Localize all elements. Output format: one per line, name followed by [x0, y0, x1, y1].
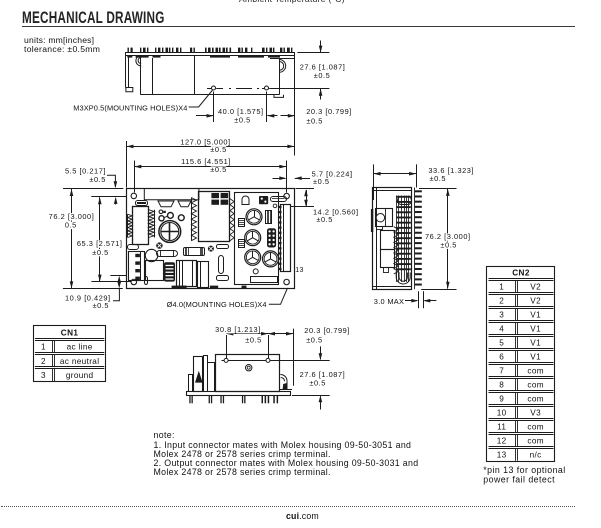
svg-text:±0.5: ±0.5	[430, 174, 447, 183]
svg-text:11: 11	[497, 423, 506, 432]
svg-text:V3: V3	[530, 409, 541, 418]
svg-text:±0.5: ±0.5	[210, 165, 227, 174]
svg-text:±0.5: ±0.5	[309, 379, 326, 388]
svg-text:V1: V1	[530, 353, 541, 362]
svg-text:power fail detect: power fail detect	[483, 474, 555, 484]
svg-text:0.5: 0.5	[65, 221, 77, 230]
svg-text:8: 8	[499, 381, 504, 390]
svg-text:1: 1	[499, 283, 504, 292]
svg-text:5.5 [0.217]: 5.5 [0.217]	[65, 166, 106, 175]
svg-text:9: 9	[499, 395, 504, 404]
svg-text:5.7 [0.224]: 5.7 [0.224]	[312, 170, 353, 179]
svg-text:com: com	[527, 437, 544, 446]
svg-text:10.9 [0.429]: 10.9 [0.429]	[65, 294, 111, 303]
svg-text:com: com	[527, 423, 544, 432]
svg-text:7: 7	[499, 367, 504, 376]
svg-text:com: com	[527, 367, 544, 376]
svg-text:14.2 [0.560]: 14.2 [0.560]	[313, 208, 359, 217]
svg-text:V1: V1	[530, 339, 541, 348]
svg-text:±0.5: ±0.5	[245, 336, 262, 345]
svg-text:76.2 [3.000]: 76.2 [3.000]	[49, 212, 95, 221]
svg-text:ac line: ac line	[67, 343, 93, 352]
svg-text:V2: V2	[530, 283, 541, 292]
svg-text:115.6 [4.551]: 115.6 [4.551]	[181, 157, 231, 166]
svg-text:27.6 [1.087]: 27.6 [1.087]	[300, 370, 346, 379]
svg-text:127.0 [5.000]: 127.0 [5.000]	[180, 137, 230, 146]
svg-text:3: 3	[499, 311, 504, 320]
svg-text:±0.5: ±0.5	[313, 177, 330, 186]
svg-text:20.3 [0.799]: 20.3 [0.799]	[304, 326, 350, 335]
svg-text:3.0 MAX: 3.0 MAX	[374, 297, 404, 306]
svg-text:±0.5: ±0.5	[316, 215, 333, 224]
svg-text:±0.5: ±0.5	[440, 240, 457, 249]
svg-text:13: 13	[497, 451, 507, 460]
svg-text:2: 2	[41, 357, 46, 366]
svg-text:±0.5: ±0.5	[89, 175, 106, 184]
svg-text:27.6 [1.087]: 27.6 [1.087]	[300, 62, 346, 71]
svg-text:V1: V1	[530, 325, 541, 334]
svg-text:com: com	[527, 381, 544, 390]
svg-text:±0.5: ±0.5	[93, 301, 110, 310]
svg-text:76.2 [3.000]: 76.2 [3.000]	[425, 232, 471, 241]
svg-text:±0.5: ±0.5	[92, 248, 109, 257]
svg-text:CN1: CN1	[61, 329, 79, 338]
svg-text:±0.5: ±0.5	[314, 71, 331, 80]
svg-text:M3XP0.5(MOUNTING HOLES)X4: M3XP0.5(MOUNTING HOLES)X4	[73, 103, 187, 112]
svg-text:±0.5: ±0.5	[234, 115, 251, 124]
svg-text:n/c: n/c	[530, 451, 542, 460]
svg-text:12: 12	[497, 437, 507, 446]
svg-text:33.6 [1.323]: 33.6 [1.323]	[428, 166, 474, 175]
svg-text:20.3 [0.799]: 20.3 [0.799]	[306, 107, 352, 116]
svg-text:65.3 [2.571]: 65.3 [2.571]	[77, 239, 123, 248]
svg-text:*pin 13 for optional: *pin 13 for optional	[483, 465, 565, 475]
svg-text:40.0 [1.575]: 40.0 [1.575]	[218, 107, 264, 116]
svg-text:13: 13	[295, 267, 303, 274]
svg-text:V1: V1	[530, 311, 541, 320]
svg-text:ground: ground	[66, 371, 94, 380]
svg-text:com: com	[527, 395, 544, 404]
svg-text:5: 5	[499, 339, 504, 348]
svg-text:Ø4.0(MOUNTING HOLES)X4: Ø4.0(MOUNTING HOLES)X4	[167, 300, 267, 309]
svg-text:4: 4	[499, 325, 504, 334]
svg-text:V2: V2	[530, 297, 541, 306]
svg-text:2: 2	[499, 297, 504, 306]
svg-text:±0.5: ±0.5	[210, 145, 227, 154]
svg-text:1: 1	[41, 343, 46, 352]
svg-text:±0.5: ±0.5	[306, 116, 323, 125]
svg-text:±0.5: ±0.5	[306, 335, 323, 344]
svg-text:30.8 [1.213]: 30.8 [1.213]	[215, 325, 261, 334]
svg-text:ac neutral: ac neutral	[60, 357, 99, 366]
svg-text:10: 10	[497, 409, 507, 418]
svg-text:6: 6	[499, 353, 504, 362]
svg-text:CN2: CN2	[512, 269, 530, 278]
svg-text:3: 3	[41, 371, 46, 380]
